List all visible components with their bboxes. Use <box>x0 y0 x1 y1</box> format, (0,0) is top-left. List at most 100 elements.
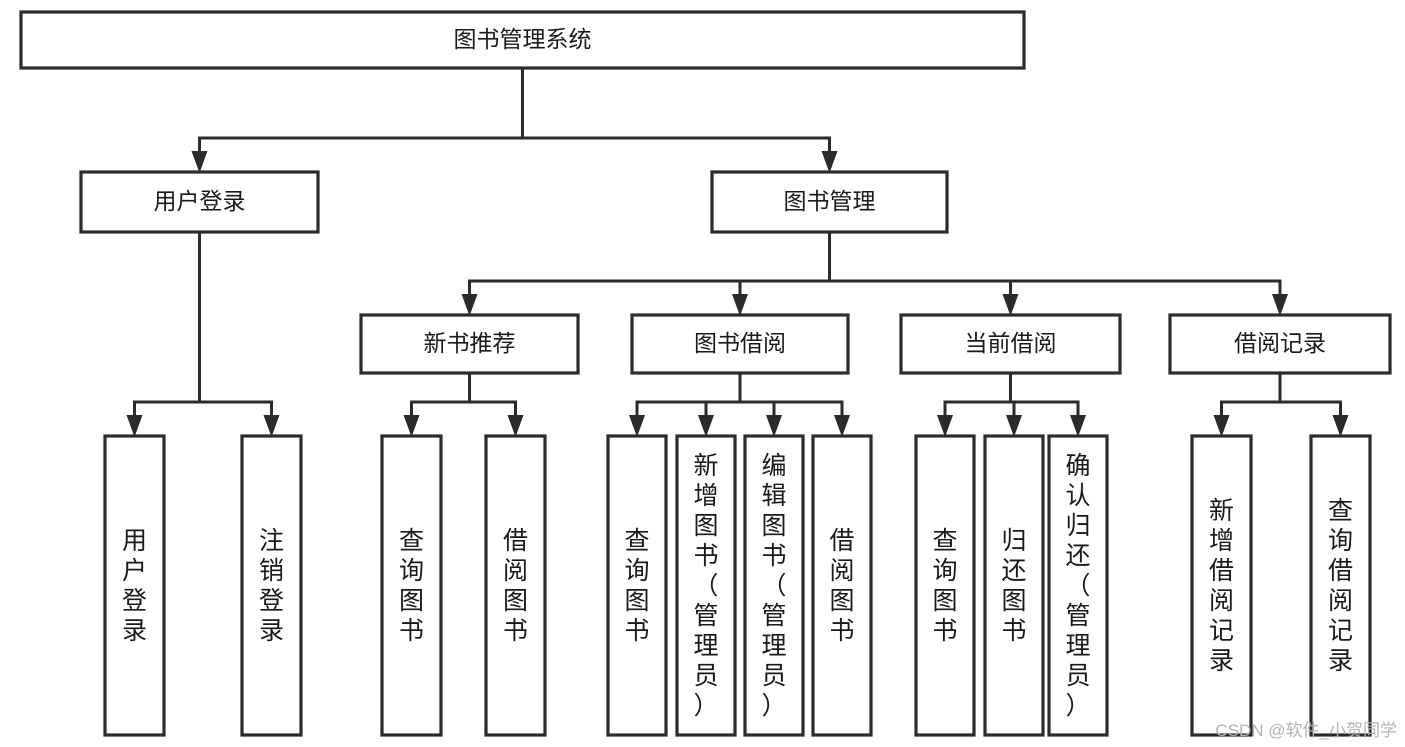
node-label-char: （ <box>693 572 718 600</box>
node-label-char: 查 <box>399 527 424 555</box>
node-label-char: ） <box>693 692 718 720</box>
node-box[interactable] <box>899 313 1122 375</box>
node-label-char: 书 <box>399 617 424 645</box>
node-label: 借阅记录 <box>1234 330 1326 356</box>
node-box[interactable] <box>811 434 873 737</box>
node-label-char: 理 <box>761 632 786 660</box>
node-box[interactable] <box>606 434 668 737</box>
node-layer: 图书管理系统用户登录图书管理新书推荐图书借阅当前借阅借阅记录用户登录注销登录查询… <box>19 10 1392 737</box>
node-box[interactable] <box>630 313 850 375</box>
node-label-char: 注 <box>259 527 284 555</box>
node-label-char: 借 <box>1328 557 1353 585</box>
node-label-char: 借 <box>1209 557 1234 585</box>
node-label-char: 归 <box>1001 527 1026 555</box>
node-box[interactable] <box>983 434 1045 737</box>
node-label-char: 图 <box>624 587 649 615</box>
arrow-head-icon <box>461 294 478 316</box>
node-label-char: 编 <box>761 452 786 480</box>
node-label: 图书管理 <box>784 188 876 214</box>
node-label-char: 书 <box>503 617 528 645</box>
node-box[interactable] <box>240 434 303 737</box>
node-box[interactable] <box>675 434 737 737</box>
node-box[interactable] <box>79 170 320 234</box>
node-label-char: （ <box>761 572 786 600</box>
node-label-char: 录 <box>259 617 284 645</box>
node-box[interactable] <box>1168 313 1392 375</box>
node-label-char: 书 <box>761 542 786 570</box>
node-newbook[interactable]: 新书推荐 <box>359 313 580 375</box>
node-label-char: ） <box>1065 692 1090 720</box>
node-label-char: 询 <box>624 557 649 585</box>
node-box[interactable] <box>743 434 805 737</box>
node-label-char: 增 <box>1209 527 1234 555</box>
node-box[interactable] <box>1047 434 1109 737</box>
node-label-char: 书 <box>1001 617 1026 645</box>
node-box[interactable] <box>1309 434 1372 737</box>
arrow-head-icon <box>263 415 280 437</box>
arrow-head-icon <box>191 151 208 173</box>
node-label-char: （ <box>1065 572 1090 600</box>
arrow-head-icon <box>1272 294 1288 316</box>
node-label-char: 销 <box>259 557 284 585</box>
node-records[interactable]: 借阅记录 <box>1168 313 1392 375</box>
node-login[interactable]: 用户登录 <box>79 170 320 234</box>
node-label-char: 阅 <box>829 557 854 585</box>
arrow-head-icon <box>937 415 953 437</box>
node-label-char: 阅 <box>1328 587 1353 615</box>
node-label-char: 询 <box>1328 527 1353 555</box>
node-label-char: 新 <box>693 452 718 480</box>
node-label-char: 查 <box>1328 497 1353 525</box>
node-label-char: 新 <box>1209 497 1234 525</box>
connector-layer <box>126 66 1349 437</box>
node-label-char: ） <box>761 692 786 720</box>
node-l1[interactable]: 用户登录 <box>103 434 166 737</box>
node-label-char: 图 <box>829 587 854 615</box>
node-label: 新书推荐 <box>424 330 516 356</box>
node-box[interactable] <box>19 10 1026 70</box>
arrow-head-icon <box>698 415 714 437</box>
arrow-head-icon <box>629 415 645 437</box>
arrow-head-icon <box>1213 415 1230 437</box>
node-bookmgmt[interactable]: 图书管理 <box>710 170 949 234</box>
node-label-char: 认 <box>1065 482 1090 510</box>
node-label-char: 记 <box>1209 617 1234 645</box>
node-box[interactable] <box>103 434 166 737</box>
arrow-head-icon <box>126 415 143 437</box>
node-box[interactable] <box>359 313 580 375</box>
node-label: 当前借阅 <box>965 330 1057 356</box>
arrow-head-icon <box>1070 415 1086 437</box>
node-label-char: 书 <box>932 617 957 645</box>
node-label-char: 管 <box>761 602 786 630</box>
node-label-char: 登 <box>259 587 284 615</box>
node-box[interactable] <box>914 434 976 737</box>
node-current[interactable]: 当前借阅 <box>899 313 1122 375</box>
node-box[interactable] <box>1190 434 1253 737</box>
node-label-char: 录 <box>1328 647 1353 675</box>
node-root[interactable]: 图书管理系统 <box>19 10 1026 70</box>
node-box[interactable] <box>380 434 443 737</box>
node-label-char: 还 <box>1001 557 1026 585</box>
node-label-char: 户 <box>122 557 147 585</box>
node-label-char: 增 <box>693 482 718 510</box>
node-box[interactable] <box>710 170 949 234</box>
node-borrow[interactable]: 图书借阅 <box>630 313 850 375</box>
node-label-char: 查 <box>932 527 957 555</box>
node-label-char: 员 <box>1065 662 1090 690</box>
csdn-watermark: CSDN @软件_小贺同学 <box>1215 721 1397 740</box>
node-box[interactable] <box>484 434 547 737</box>
node-label-char: 借 <box>829 527 854 555</box>
arrow-head-icon <box>766 415 782 437</box>
node-label-char: 书 <box>829 617 854 645</box>
